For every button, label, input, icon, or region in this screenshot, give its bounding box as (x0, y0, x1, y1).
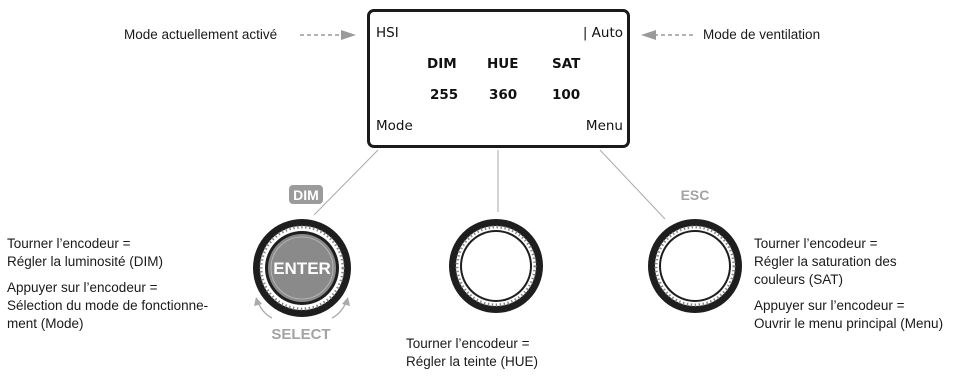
ventilation-mode-arrow (641, 30, 694, 40)
display-value-dim: 255 (430, 87, 459, 103)
connector-right (599, 149, 666, 220)
right-press-line2: Ouvrir le menu principal (Menu) (754, 316, 944, 331)
display-header-sat: SAT (552, 56, 581, 72)
esc-label: ESC (681, 187, 710, 203)
encoder-left[interactable] (253, 219, 351, 317)
select-label: SELECT (271, 326, 330, 343)
current-mode-arrow (300, 30, 356, 40)
right-turn-line2: Régler la saturation des (754, 254, 897, 269)
display-header-dim: DIM (427, 56, 457, 72)
right-turn-line3: couleurs (SAT) (754, 272, 844, 287)
enter-label: ENTER (273, 259, 331, 278)
left-turn-line2: Régler la luminosité (DIM) (7, 254, 164, 269)
left-turn-line1: Tourner l’encodeur = (7, 236, 131, 251)
lcd-display: HSI | Auto DIM HUE SAT 255 360 100 Mode … (367, 9, 630, 148)
ventilation-mode-callout: Mode de ventilation (703, 27, 821, 42)
connector-left (313, 149, 379, 216)
left-press-line1: Appuyer sur l’encodeur = (7, 280, 158, 295)
encoder-right[interactable] (648, 219, 742, 313)
middle-turn-line2: Régler la teinte (HUE) (406, 354, 539, 369)
left-press-line2: Sélection du mode de fonctionne- (7, 298, 209, 313)
current-mode-callout: Mode actuellement activé (124, 27, 278, 42)
display-header-hue: HUE (487, 56, 519, 72)
display-softkey-mode: Mode (376, 118, 413, 134)
display-value-sat: 100 (552, 87, 581, 103)
right-press-line1: Appuyer sur l’encodeur = (754, 298, 905, 313)
dim-badge-label: DIM (293, 187, 319, 203)
encoder-middle[interactable] (449, 219, 543, 313)
right-turn-line1: Tourner l’encodeur = (754, 236, 878, 251)
display-value-hue: 360 (489, 87, 518, 103)
display-ventilation: | Auto (582, 25, 623, 41)
display-softkey-menu: Menu (585, 118, 623, 134)
left-press-line3: ment (Mode) (7, 316, 84, 331)
display-mode-name: HSI (376, 25, 399, 41)
middle-turn-line1: Tourner l’encodeur = (406, 336, 530, 351)
dim-badge (289, 185, 323, 204)
